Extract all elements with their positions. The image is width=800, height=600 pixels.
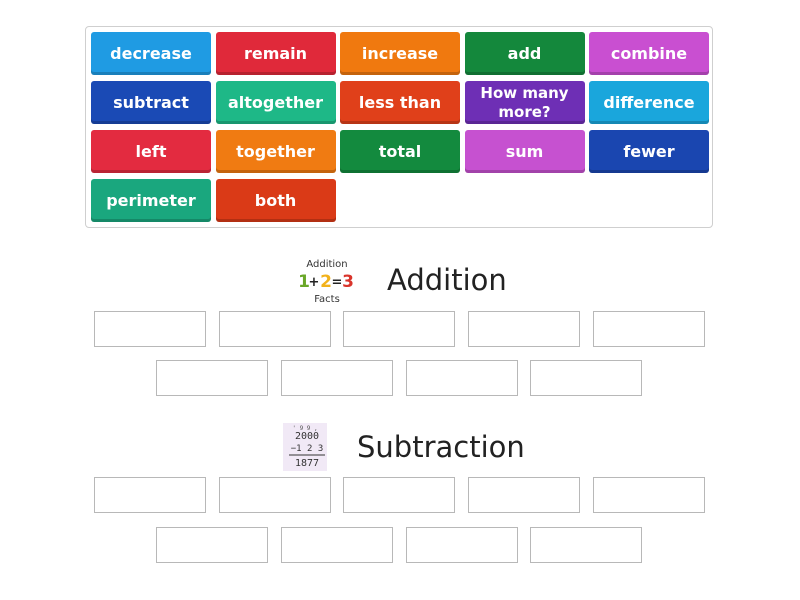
addition-drop-slot[interactable] [156,360,268,396]
addition-image-digit-2: 2 [320,272,332,292]
addition-group-heading: Addition 1 + 2 = 3 Facts Addition [296,256,507,305]
word-tile[interactable]: both [215,179,336,222]
subtraction-drop-slot[interactable] [94,477,206,513]
addition-drop-slot[interactable] [343,311,455,347]
subtraction-image-borrow-marks: ' 9 9 , [292,425,317,432]
subtraction-image-line2: −1 2 3 [291,444,324,454]
word-tile[interactable]: left [91,130,211,173]
word-tile[interactable]: How many more? [464,81,585,124]
word-tile[interactable]: total [340,130,460,173]
subtraction-drop-slot[interactable] [406,527,518,563]
subtraction-image: ' 9 9 , 2000 −1 2 3 1877 [283,423,327,471]
subtraction-drop-slot[interactable] [156,527,268,563]
word-tile[interactable]: combine [589,32,709,75]
word-tile[interactable]: fewer [589,130,709,173]
addition-image-plus: + [309,275,320,290]
subtraction-drop-slot[interactable] [468,477,580,513]
addition-image-digit-3: 3 [342,272,354,292]
addition-drop-slot[interactable] [468,311,580,347]
subtraction-drop-slot[interactable] [281,527,393,563]
word-tile[interactable]: increase [340,32,460,75]
addition-drop-slot[interactable] [593,311,705,347]
word-tile[interactable]: together [215,130,336,173]
word-tile[interactable]: perimeter [91,179,211,222]
addition-facts-image: Addition 1 + 2 = 3 Facts [296,256,358,305]
word-tile[interactable]: add [464,32,585,75]
addition-drop-slot[interactable] [219,311,331,347]
word-tile[interactable]: altogether [215,81,336,124]
subtraction-image-line3: 1877 [295,458,319,469]
subtraction-group-title: Subtraction [357,430,525,464]
subtraction-drop-slot[interactable] [593,477,705,513]
word-tile[interactable]: difference [589,81,709,124]
addition-image-bottom-label: Facts [314,294,340,304]
addition-drop-slot[interactable] [530,360,642,396]
addition-drop-slot[interactable] [406,360,518,396]
subtraction-drop-slot[interactable] [219,477,331,513]
addition-image-equals: = [332,275,343,290]
addition-image-digit-1: 1 [298,272,310,292]
addition-drop-slot[interactable] [94,311,206,347]
subtraction-drop-slot[interactable] [343,477,455,513]
addition-drop-slot[interactable] [281,360,393,396]
word-tile[interactable]: remain [215,32,336,75]
word-tile[interactable]: subtract [91,81,211,124]
word-tile[interactable]: decrease [91,32,211,75]
addition-group-title: Addition [387,263,507,297]
subtraction-drop-slot[interactable] [530,527,642,563]
subtraction-image-line1: 2000 [295,431,319,442]
word-tile[interactable]: sum [464,130,585,173]
word-tile[interactable]: less than [340,81,460,124]
addition-image-top-label: Addition [306,259,347,270]
subtraction-group-heading: ' 9 9 , 2000 −1 2 3 1877 Subtraction [283,423,525,471]
